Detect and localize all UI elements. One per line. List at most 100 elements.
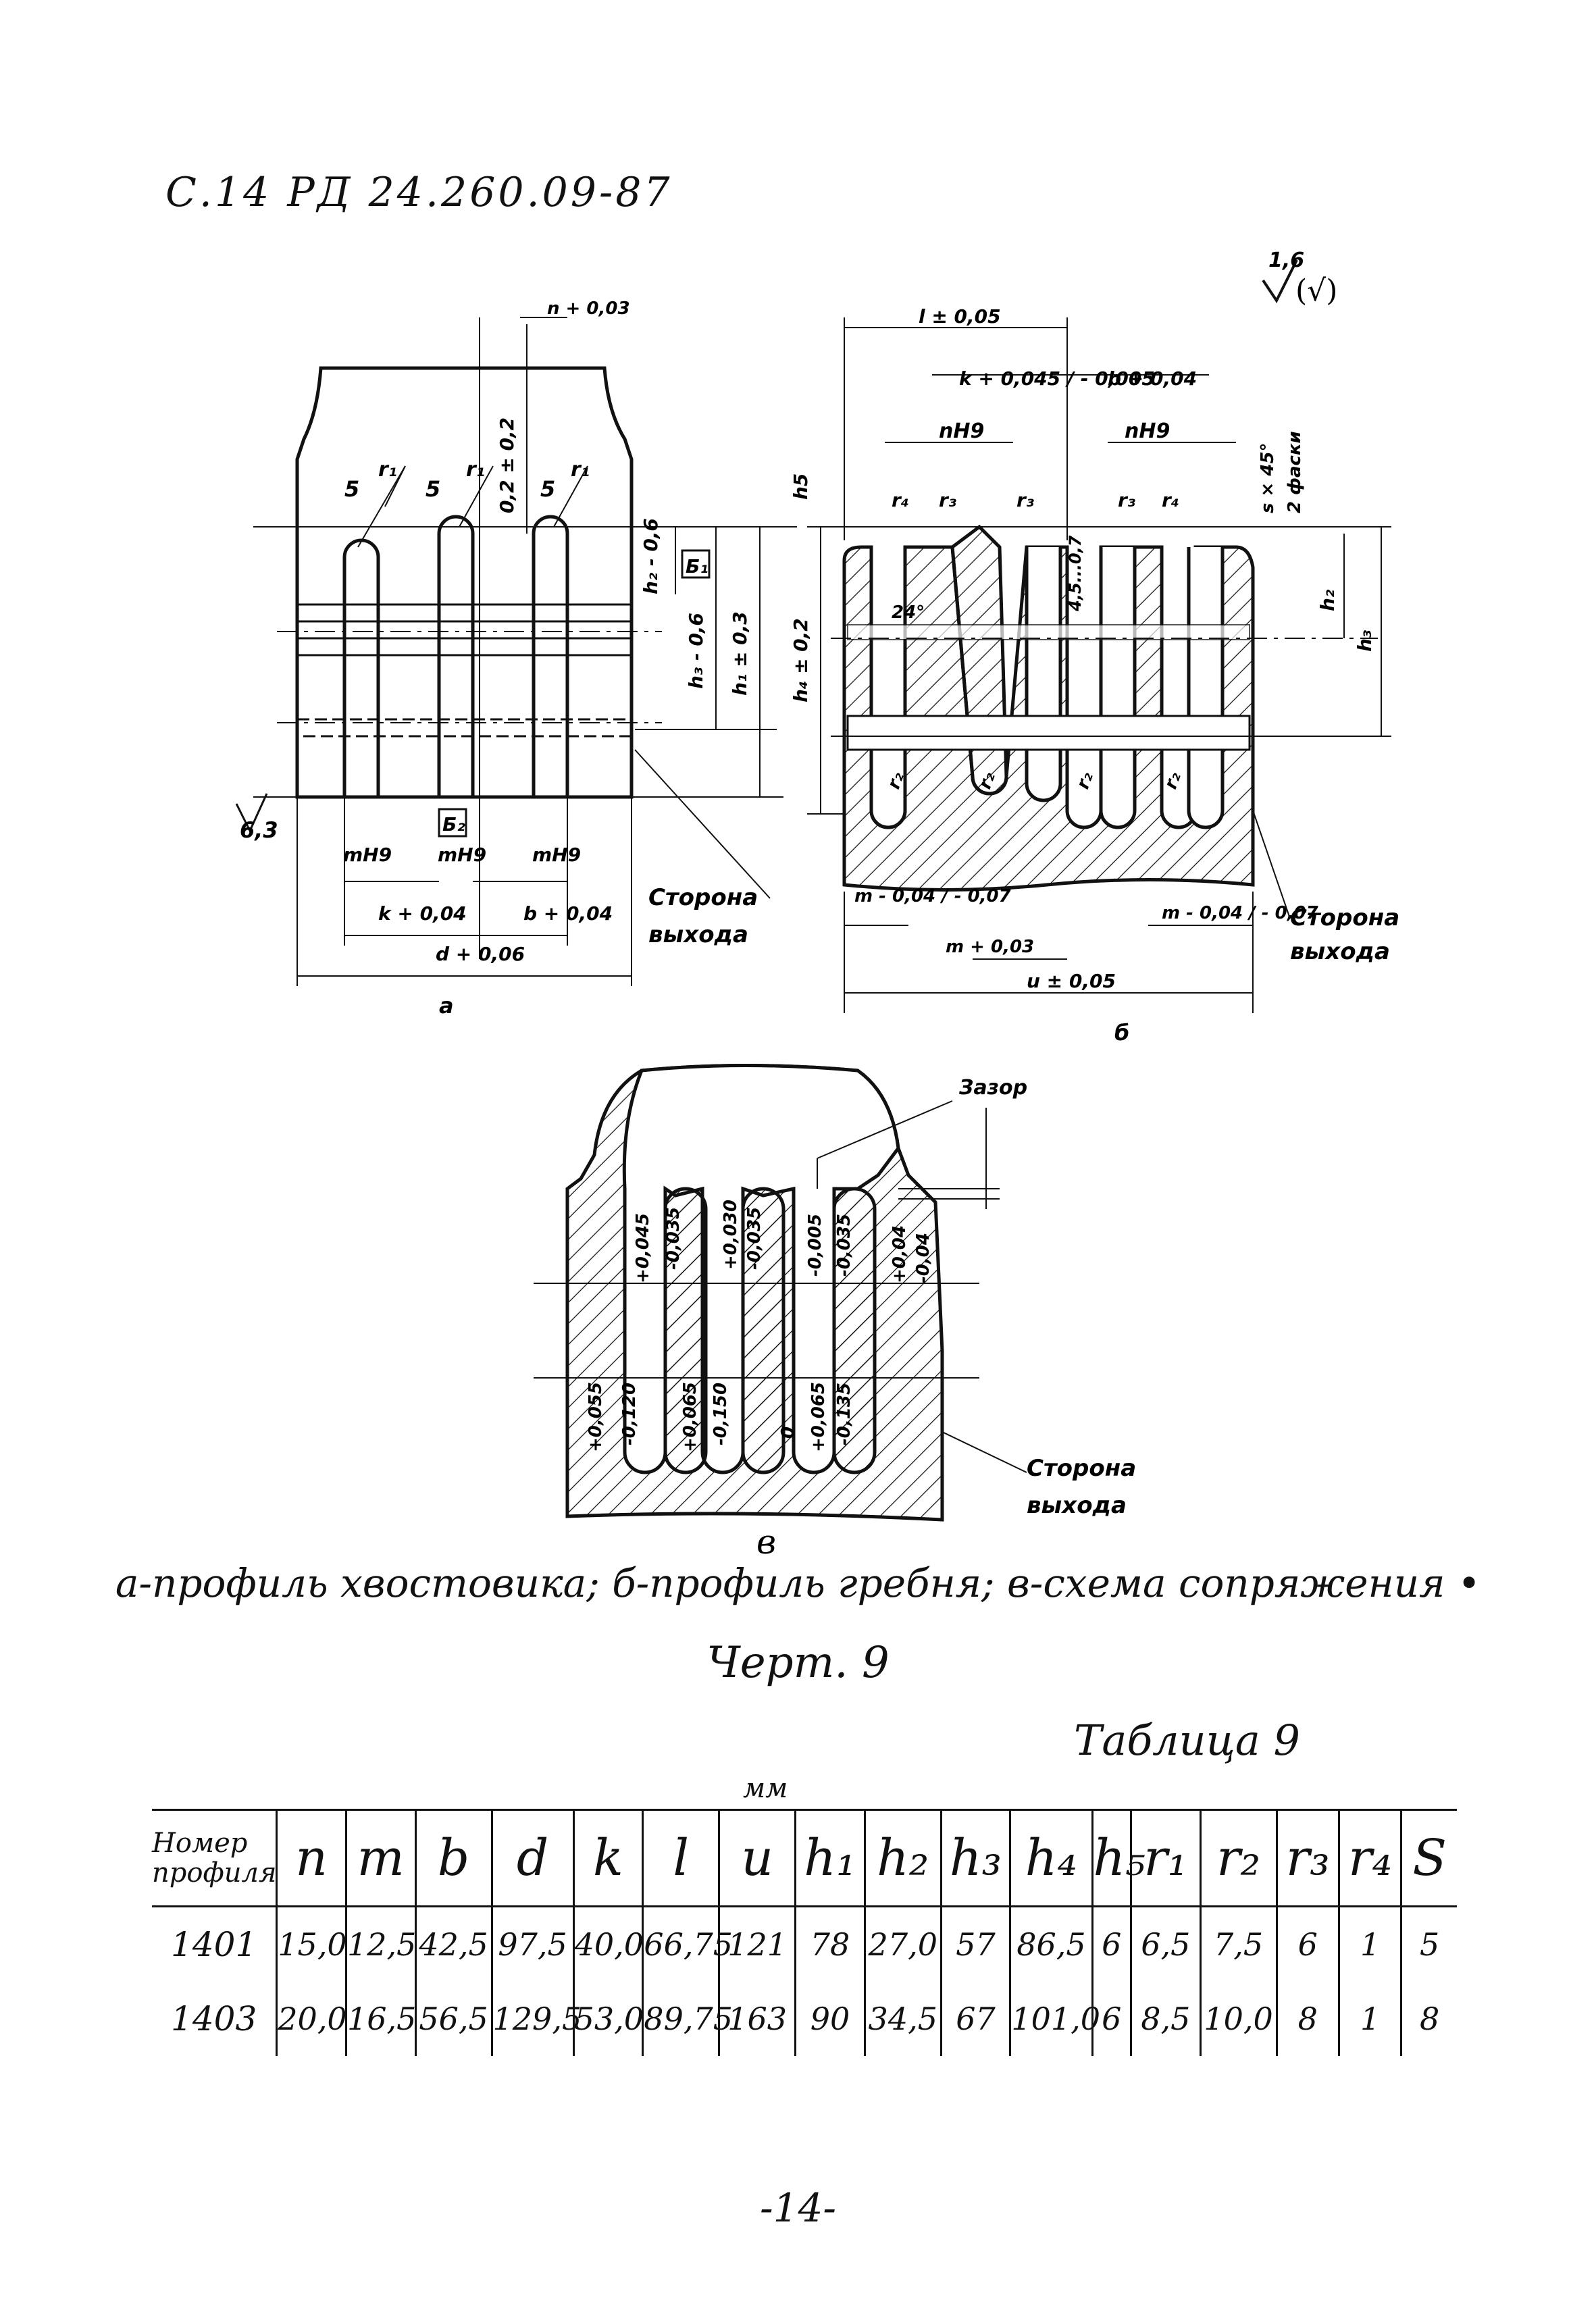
fig-b-r1-d: r₂ [1160, 769, 1185, 792]
cell: 1403 [171, 1999, 257, 2038]
fig-v-tol-2: -0,035 [663, 1207, 684, 1270]
fig-b-r3-a: r₃ [939, 489, 956, 511]
cell: 8 [1400, 1982, 1457, 2056]
fig-b-r4-b: r₄ [1162, 489, 1179, 511]
fig-a-dim-n: n + 0,03 [547, 299, 630, 319]
fig-a-r1-b: r₁ [466, 458, 485, 482]
fig-a-base-b1: Б₁ [686, 555, 709, 577]
fig-a-dim-h3: h₃ - 0,6 [685, 613, 707, 689]
fig-a-r1-a: r₁ [378, 458, 397, 482]
fig-v-tol-4: -0,035 [744, 1207, 765, 1270]
fig-v-tol-1: +0,045 [633, 1213, 653, 1283]
cell: 15,0 [276, 1906, 347, 1982]
page-number: -14- [760, 2185, 836, 2231]
fig-a-rough-5-c: 5 [540, 476, 555, 502]
table-units: мм [743, 1773, 788, 1804]
cell: 78 [794, 1906, 865, 1982]
fig-a-dim-02: 0,2 ± 0,2 [496, 417, 518, 513]
fig-b-r4-a: r₄ [892, 489, 909, 511]
cell: 6 [1275, 1906, 1339, 1982]
fig-a-slot-1: mH9 [343, 844, 392, 866]
cell: 101,0 [1009, 1982, 1100, 2056]
cell: 129,5 [490, 1982, 582, 2056]
fig-b-chamfer: s × 45° [1258, 442, 1278, 513]
cell: 27,0 [863, 1906, 942, 1982]
cell: 86,5 [1009, 1906, 1092, 1982]
figure-a-shank-profile: h₂ - 0,6 h₃ - 0,6 h₁ ± 0,3 Б₁ n + 0,03 0… [235, 299, 797, 1019]
fig-v-tol-5: -0,005 [805, 1214, 825, 1277]
cell: 1 [1337, 1906, 1401, 1982]
header-h1: h₁ [794, 1809, 865, 1907]
fig-v-tol-12: -0,150 [711, 1383, 731, 1445]
header-b: b [414, 1809, 492, 1907]
header-h2: h₂ [863, 1809, 942, 1907]
fig-a-exit-1: Сторона [648, 884, 758, 911]
fig-a-dim-h1: h₁ ± 0,3 [729, 611, 751, 696]
cell: 121 [718, 1906, 796, 1982]
cell: 6 [1091, 1982, 1131, 2056]
roughness-value-left: 6,3 [240, 817, 278, 843]
fig-b-dim-h2: h₂ [1316, 589, 1339, 611]
fig-v-exit-2: выхода [1027, 1492, 1127, 1519]
cell: 1401 [171, 1925, 257, 1964]
cell: 5 [1400, 1906, 1457, 1982]
fig-b-r3-c: r₃ [1118, 489, 1135, 511]
header-r3: r₃ [1275, 1809, 1339, 1907]
figure-caption: а-профиль хвостовика; б-профиль гребня; … [115, 1560, 1481, 1606]
fig-v-exit-1: Сторона [1027, 1455, 1136, 1482]
fig-a-letter: а [439, 993, 454, 1019]
fig-v-tol-15: -0,135 [834, 1383, 854, 1445]
fig-b-letter: б [1114, 1020, 1129, 1046]
header-h3: h₃ [939, 1809, 1010, 1907]
fig-a-dim-h2: h₂ - 0,6 [640, 518, 662, 594]
fig-a-dim-b: b + 0,04 [523, 902, 613, 925]
fig-b-angle: 24° [892, 602, 925, 623]
fig-v-tol-9: +0,055 [586, 1382, 606, 1452]
fig-v-tol-3: +0,030 [721, 1200, 741, 1270]
table-title: Таблица 9 [1074, 1716, 1300, 1765]
fig-v-tol-7: +0,04 [890, 1225, 910, 1283]
table-row: 1403 20,0 16,5 56,5 129,5 53,0 89,75 163… [152, 1982, 1457, 2056]
cell: 97,5 [490, 1906, 574, 1982]
header-k: k [572, 1809, 643, 1907]
dimensions-table: Номер профиля n m b d k l u h₁ h₂ h₃ h₄ … [152, 1809, 1457, 2056]
cell: 90 [794, 1982, 865, 2056]
drawing-number: Черт. 9 [706, 1638, 890, 1688]
fig-b-dim-m-mid: m + 0,03 [946, 937, 1034, 957]
figure-v-mating-scheme: Зазор +0,045 -0,035 +0,030 -0,035 -0,005… [534, 1064, 1136, 1562]
figure-b-comb-profile: h₄ ± 0,2 h5 h₂ h₃ s × 45° 2 фаски l ± 0,… [790, 305, 1399, 1046]
fig-v-tol-10: -0,120 [619, 1383, 640, 1445]
cell: 66,75 [642, 1906, 733, 1982]
fig-b-dim-b: b + 0,04 [1108, 367, 1197, 390]
fig-v-tol-13: 0 [778, 1426, 798, 1439]
cell: 10,0 [1199, 1982, 1277, 2056]
fig-v-tol-14: +0,065 [808, 1382, 829, 1452]
fig-b-chamfer-note: 2 фаски [1285, 431, 1305, 513]
cell: 8,5 [1129, 1982, 1201, 2056]
fig-b-slot-2: nH9 [1125, 419, 1170, 443]
fig-a-base-b2: Б₂ [442, 813, 465, 835]
fig-a-slot-2: mH9 [438, 844, 486, 866]
page-header: С.14 РД 24.260.09-87 [165, 169, 673, 216]
table-row: 1401 15,0 12,5 42,5 97,5 40,0 66,75 121 … [152, 1906, 1457, 1982]
header-s: S [1400, 1809, 1457, 1907]
cell: 34,5 [863, 1982, 942, 2056]
fig-v-tol-6: -0,035 [834, 1214, 854, 1277]
fig-a-dim-d: d + 0,06 [436, 943, 525, 965]
fig-b-dim-m-left: m - 0,04 / - 0,07 [854, 886, 1012, 906]
cell: 67 [939, 1982, 1010, 2056]
header-h4: h₄ [1009, 1809, 1092, 1907]
fig-a-rough-5-b: 5 [426, 476, 440, 502]
header-u: u [718, 1809, 796, 1907]
fig-b-slot-1: nH9 [939, 419, 984, 443]
fig-b-gap: 4,5...0,7 [1066, 535, 1085, 612]
header-h5: h₅ [1091, 1809, 1145, 1907]
fig-v-letter: в [756, 1522, 776, 1562]
cell: 20,0 [276, 1982, 347, 2056]
cell: 7,5 [1199, 1906, 1277, 1982]
cell: 89,75 [642, 1982, 733, 2056]
fig-a-r1-c: r₁ [571, 458, 590, 482]
cell: 42,5 [414, 1906, 492, 1982]
cell: 6,5 [1129, 1906, 1201, 1982]
